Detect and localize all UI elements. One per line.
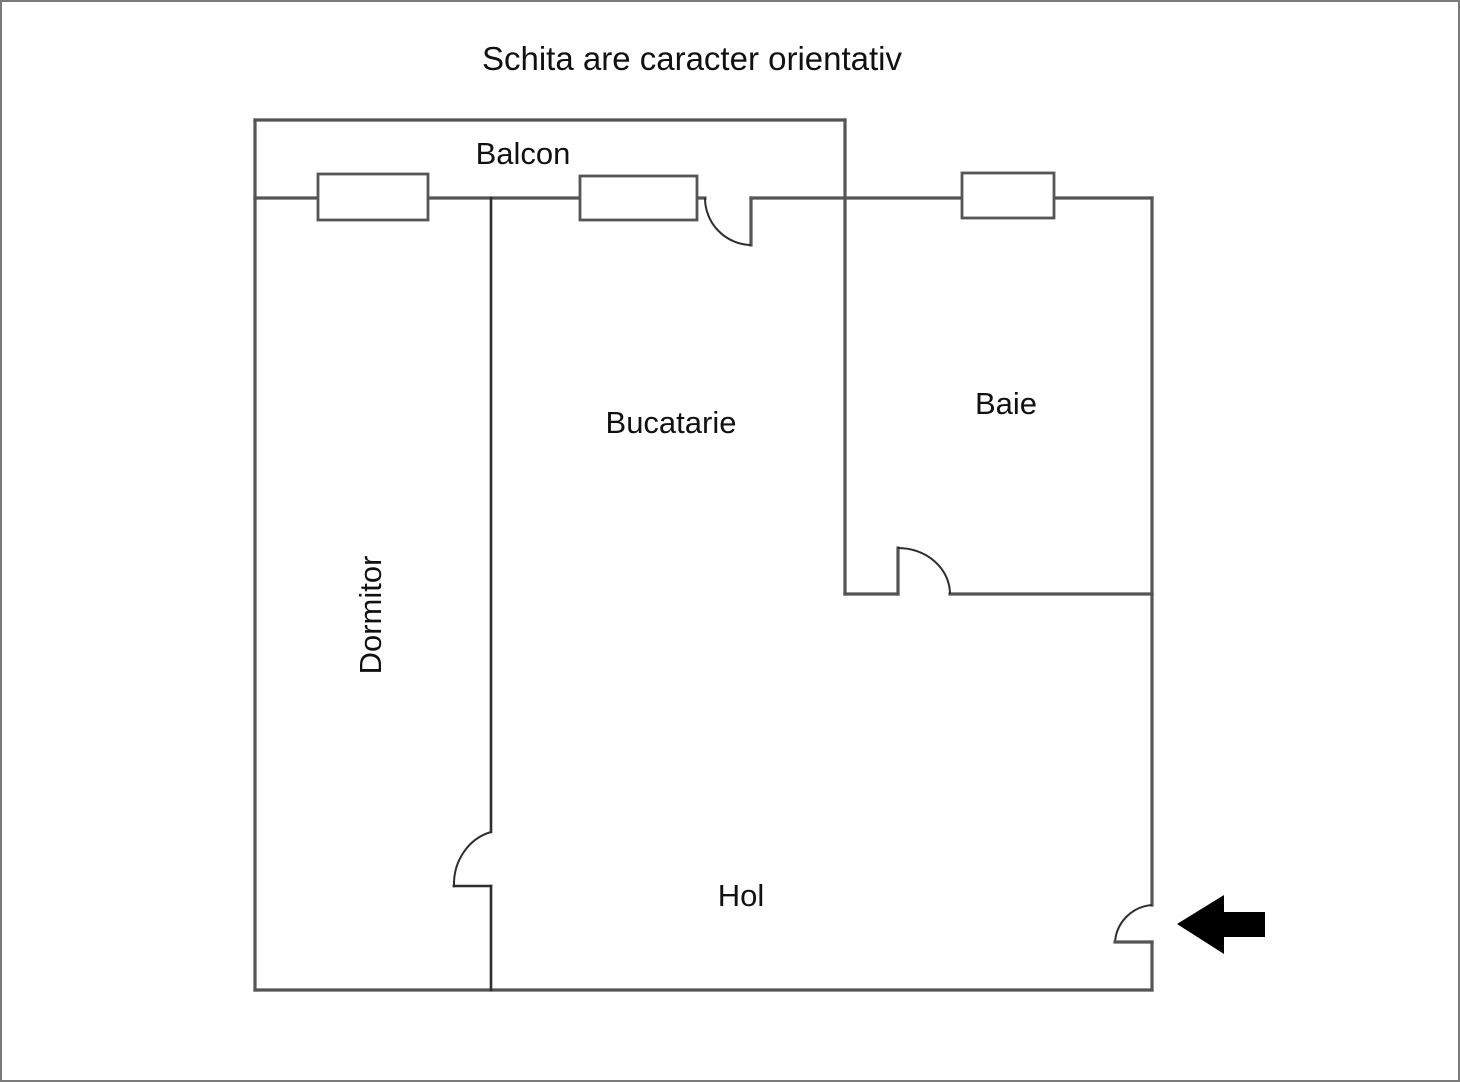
room-label-dormitor: Dormitor [353,556,388,675]
window-dormitor [316,172,430,222]
entry-arrow-shape [1177,895,1265,954]
door-balcon [704,197,752,246]
entry-arrow [1177,895,1265,954]
door-baie [897,547,951,595]
door-balcon-arc [704,197,752,246]
interior-walls [452,196,1154,992]
room-label-balcon: Balcon [476,136,571,171]
room-label-baie: Baie [975,386,1037,421]
windows [316,171,1056,222]
window-bucatarie [578,174,699,222]
room-label-bucatarie: Bucatarie [606,405,737,440]
door-intrare-arc [1114,904,1153,943]
page-title: Schita are caracter orientativ [482,40,903,77]
door-dormitor-arc [452,831,492,887]
door-intrare [1113,904,1154,944]
door-baie-arc [897,547,951,595]
door-dormitor [452,831,492,888]
balcony-walls [253,118,847,200]
room-label-hol: Hol [718,878,765,913]
window-baie [960,171,1056,220]
